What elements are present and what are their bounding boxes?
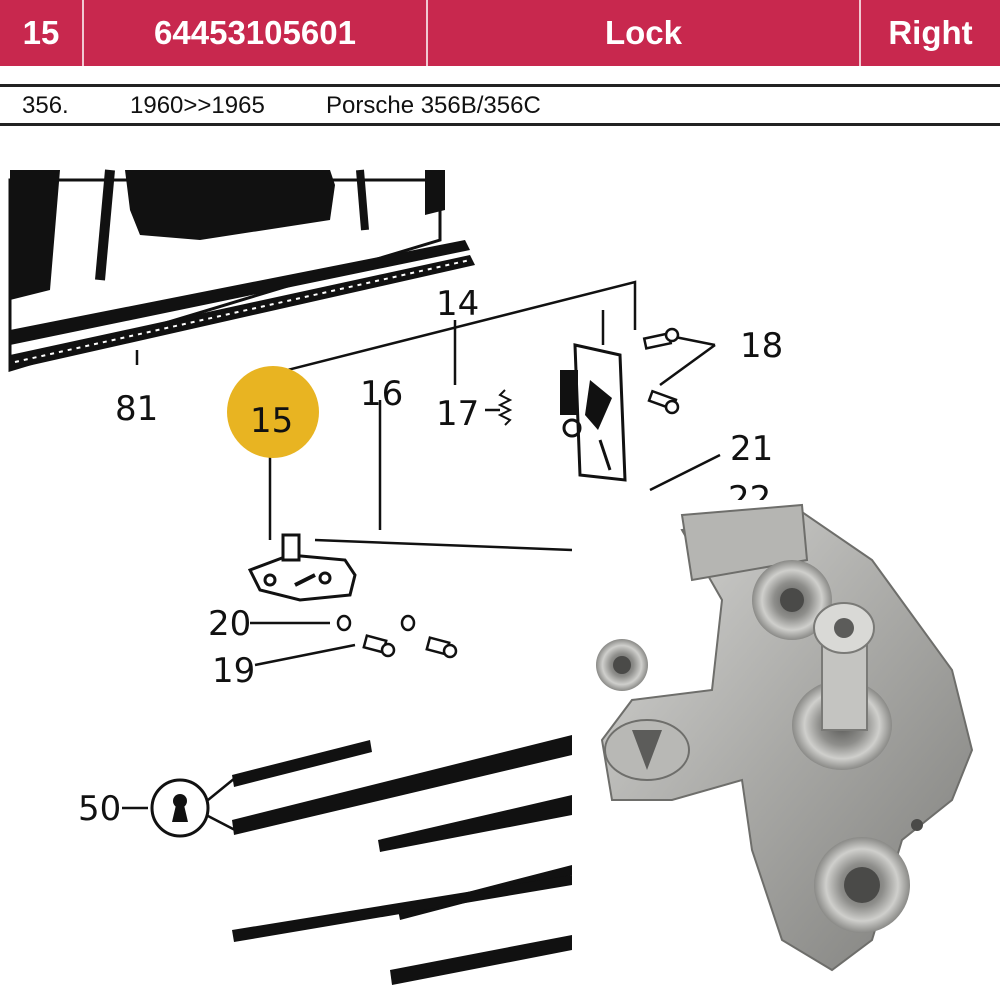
model-code: 356. — [22, 92, 69, 119]
highlight-circle — [227, 366, 319, 458]
vehicle-info-row: 356. 1960>>1965 Porsche 356B/356C — [0, 84, 1000, 126]
lock-mechanism-drawing — [560, 343, 627, 482]
door-frame-drawing — [8, 169, 475, 373]
seal-strips-drawing — [232, 735, 572, 985]
callout-50: 50 — [78, 789, 121, 829]
callout-18: 18 — [740, 326, 783, 366]
screw-drawings — [642, 327, 680, 415]
spring-drawing — [497, 389, 513, 426]
callout-15: 15 — [250, 401, 293, 441]
callout-17: 17 — [436, 394, 479, 434]
washer-screw-drawings — [336, 614, 458, 659]
exploded-parts-diagram: 14 15 16 17 18 19 20 21 22 50 81 — [8, 169, 783, 985]
part-name: Lock — [428, 0, 861, 66]
position-number: 15 — [0, 0, 84, 66]
callout-16: 16 — [360, 374, 403, 414]
callout-19: 19 — [212, 651, 255, 691]
keyhole-drawing — [150, 777, 236, 838]
callout-81: 81 — [115, 389, 158, 429]
model-years: 1960>>1965 — [130, 92, 265, 119]
part-photo — [572, 500, 1000, 1000]
part-header-bar: 15 64453105601 Lock Right — [0, 0, 1000, 66]
part-number: 64453105601 — [84, 0, 428, 66]
part-side: Right — [888, 14, 973, 51]
model-name: Porsche 356B/356C — [326, 92, 541, 119]
callout-14: 14 — [436, 284, 479, 324]
callout-21: 21 — [730, 429, 773, 469]
callout-20: 20 — [208, 604, 251, 644]
lock-bracket-drawing — [247, 533, 357, 602]
